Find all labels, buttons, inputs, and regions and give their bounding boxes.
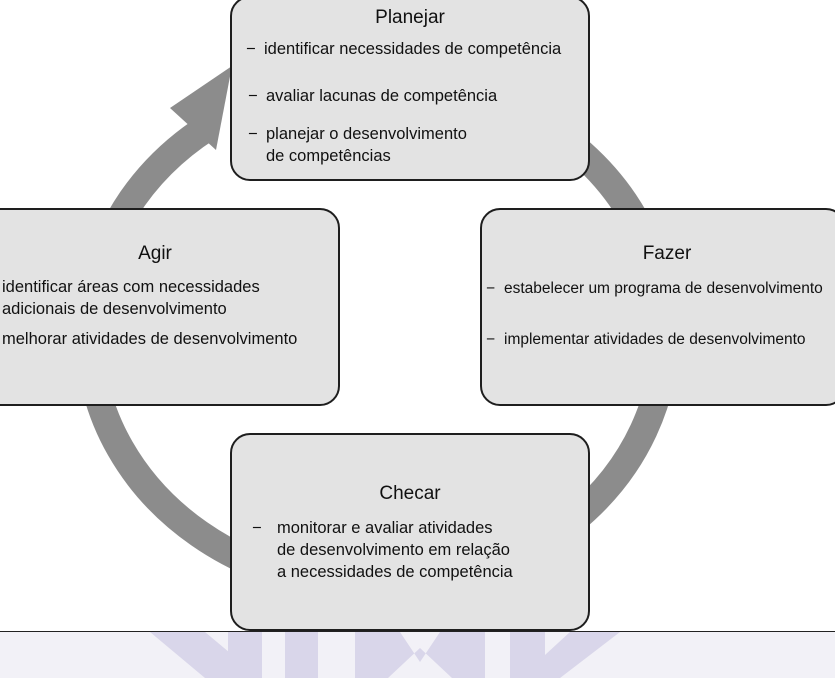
cycle-arrowhead-icon [170, 66, 232, 150]
fazer-title: Fazer [642, 243, 692, 264]
planejar-item-1: −identificar necessidades de competência [246, 40, 562, 58]
planejar-box: Planejar −identificar necessidades de co… [230, 0, 590, 181]
fazer-item-1: −estabelecer um programa de desenvolvime… [486, 280, 823, 297]
planejar-title: Planejar [375, 7, 445, 28]
fazer-item-2: −implementar atividades de desenvolvimen… [486, 331, 806, 348]
footer-band [0, 631, 835, 678]
agir-item-1: −identificar áreas com necessidades adic… [2, 278, 260, 318]
checar-title: Checar [379, 483, 441, 504]
watermark-logo-icon [150, 632, 620, 678]
agir-title: Agir [138, 243, 172, 264]
agir-item-2: −melhorar atividades de desenvolvimento [2, 330, 298, 348]
planejar-item-3: −planejar o desenvolvimento de competênc… [248, 125, 467, 165]
fazer-box: Fazer −estabelecer um programa de desenv… [480, 208, 835, 406]
checar-box: Checar −monitorar e avaliar atividades d… [230, 433, 590, 631]
checar-item-1: −monitorar e avaliar atividades de desen… [252, 519, 513, 581]
agir-box: Agir −identificar áreas com necessidades… [0, 208, 340, 406]
planejar-item-2: −avaliar lacunas de competência [248, 87, 498, 105]
